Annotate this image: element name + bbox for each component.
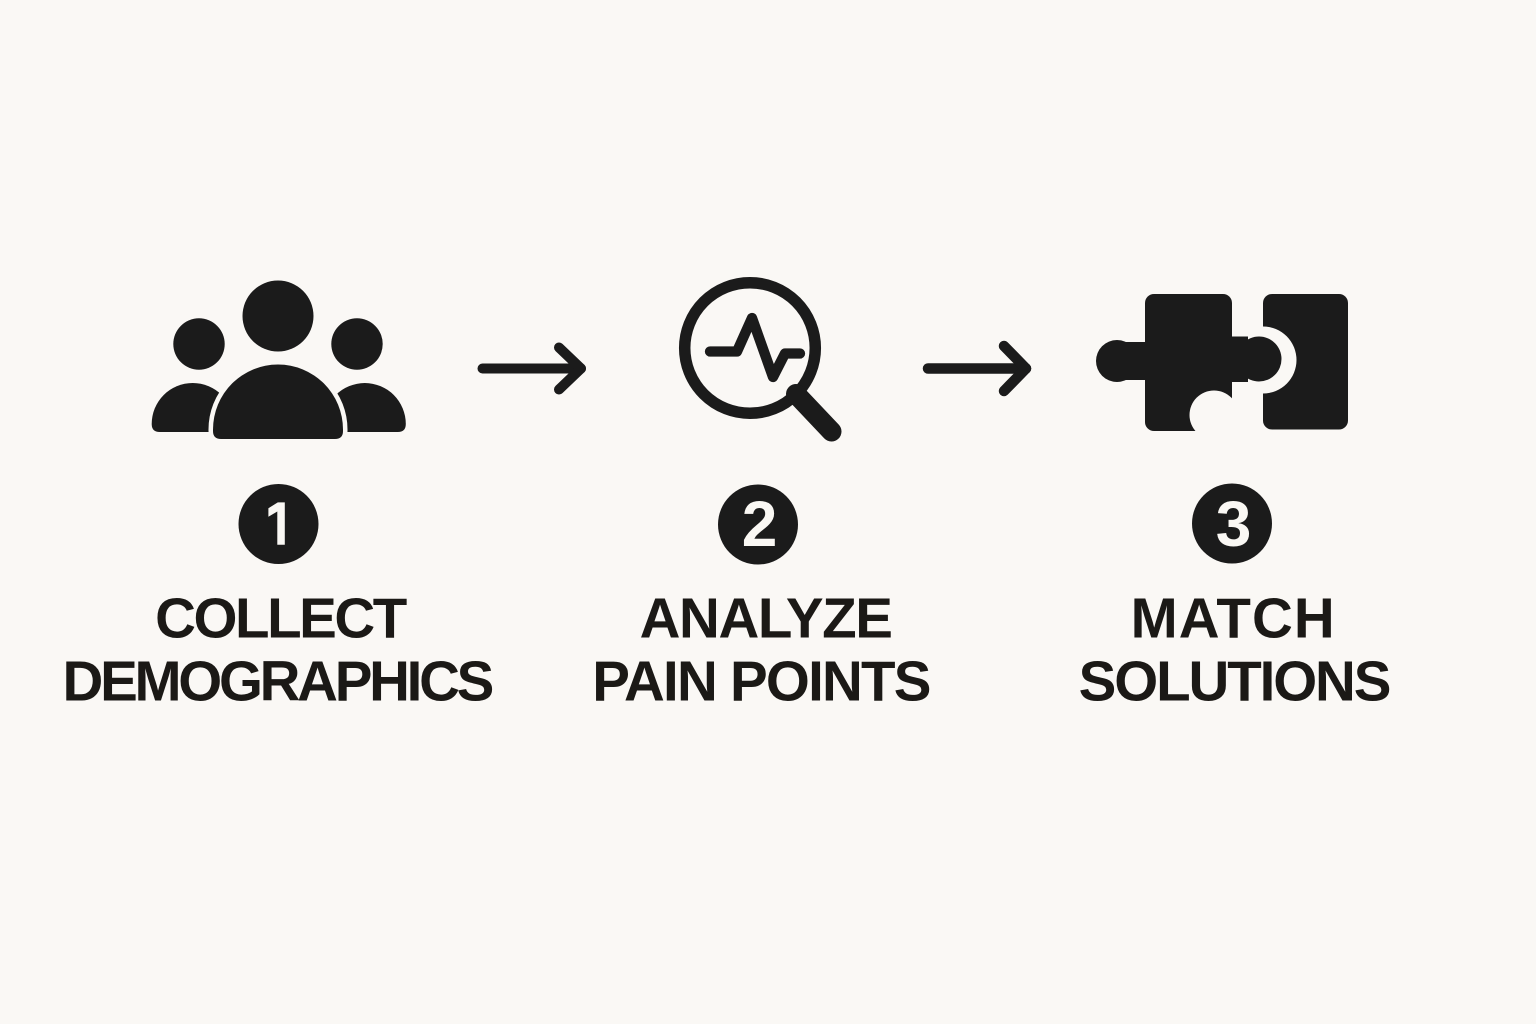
svg-text:PAIN POINTS: PAIN POINTS: [592, 650, 930, 713]
svg-text:2: 2: [742, 488, 778, 560]
svg-text:COLLECT: COLLECT: [155, 587, 407, 650]
svg-text:SOLUTIONS: SOLUTIONS: [1079, 650, 1390, 713]
svg-text:MATCH: MATCH: [1131, 587, 1336, 650]
svg-text:DEMOGRAPHICS: DEMOGRAPHICS: [63, 650, 493, 713]
svg-text:3: 3: [1216, 488, 1252, 560]
svg-text:ANALYZE: ANALYZE: [640, 587, 892, 650]
